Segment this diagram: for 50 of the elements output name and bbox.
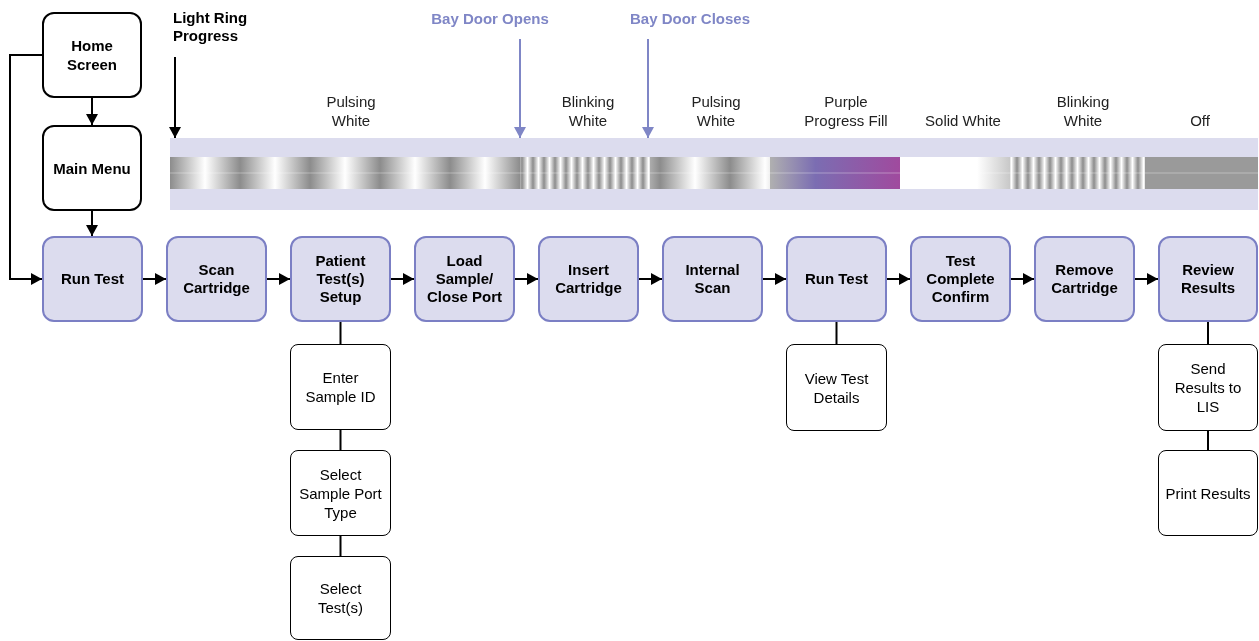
connector-line	[835, 321, 838, 345]
process-box: Review Results	[1158, 236, 1258, 322]
screen-box: Main Menu	[42, 125, 142, 211]
process-box: Scan Cartridge	[166, 236, 267, 322]
arrow	[1010, 273, 1035, 285]
process-box: Internal Scan	[662, 236, 763, 322]
state-label: Blinking White	[560, 92, 616, 130]
event-label: Bay Door Opens	[420, 9, 560, 31]
arrow	[86, 210, 98, 237]
arrow	[142, 273, 167, 285]
state-label: Purple Progress Fill	[803, 92, 889, 130]
state-label: Blinking White	[1055, 92, 1111, 130]
arrow	[514, 273, 539, 285]
step-box: Print Results	[1158, 450, 1258, 536]
process-box: Patient Test(s) Setup	[290, 236, 391, 322]
connector-line	[339, 429, 342, 451]
process-box: Remove Cartridge	[1034, 236, 1135, 322]
connector-line	[339, 535, 342, 557]
process-box: Run Test	[786, 236, 887, 322]
connector-line	[339, 321, 342, 345]
step-box: Send Results to LIS	[1158, 344, 1258, 431]
arrow	[9, 54, 43, 285]
process-box: Test Complete Confirm	[910, 236, 1011, 322]
step-box: Select Test(s)	[290, 556, 391, 640]
step-box: View Test Details	[786, 344, 887, 431]
state-label: Pulsing White	[690, 92, 742, 130]
process-box: Run Test	[42, 236, 143, 322]
process-box: Insert Cartridge	[538, 236, 639, 322]
state-label: Solid White	[924, 111, 1002, 130]
step-box: Enter Sample ID	[290, 344, 391, 430]
process-box: Load Sample/ Close Port	[414, 236, 515, 322]
arrow	[266, 273, 291, 285]
connector-line	[1207, 321, 1209, 345]
arrow	[169, 56, 181, 139]
arrow	[638, 273, 663, 285]
arrow	[762, 273, 787, 285]
arrow	[390, 273, 415, 285]
arrow	[514, 38, 526, 139]
arrow	[642, 38, 654, 139]
event-label: Bay Door Closes	[620, 9, 760, 31]
state-label: Pulsing White	[325, 92, 377, 130]
connector-line	[1207, 430, 1209, 451]
arrow	[1134, 273, 1159, 285]
arrow	[86, 97, 98, 126]
heading-text: Light Ring Progress	[173, 9, 273, 49]
step-box: Select Sample Port Type	[290, 450, 391, 536]
arrow	[886, 273, 911, 285]
light-ring-bar	[170, 138, 1258, 210]
screen-box: Home Screen	[42, 12, 142, 98]
state-label: Off	[1189, 111, 1211, 130]
